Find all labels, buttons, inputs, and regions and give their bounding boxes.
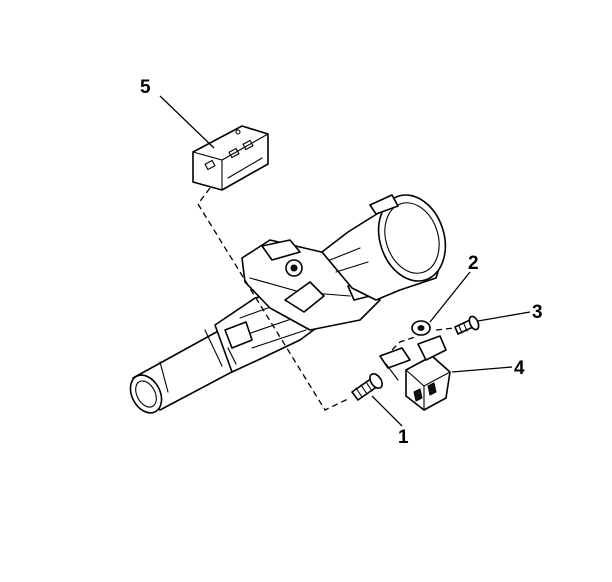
part-2-nut <box>411 320 431 336</box>
steering-column-assembly <box>129 194 447 414</box>
callout-2: 2 <box>468 253 479 274</box>
part-3-screw <box>454 315 480 335</box>
callout-5: 5 <box>140 77 151 98</box>
callout-3: 3 <box>532 302 543 323</box>
alignment-lines <box>197 187 455 411</box>
callout-labels: 5 2 3 4 1 <box>140 77 543 448</box>
part-5-bracket <box>192 125 269 191</box>
part-1-screw <box>351 373 383 401</box>
callout-4: 4 <box>514 358 525 379</box>
leader-lines <box>159 95 531 427</box>
part-4-switch <box>379 335 451 411</box>
callout-1: 1 <box>398 427 409 448</box>
